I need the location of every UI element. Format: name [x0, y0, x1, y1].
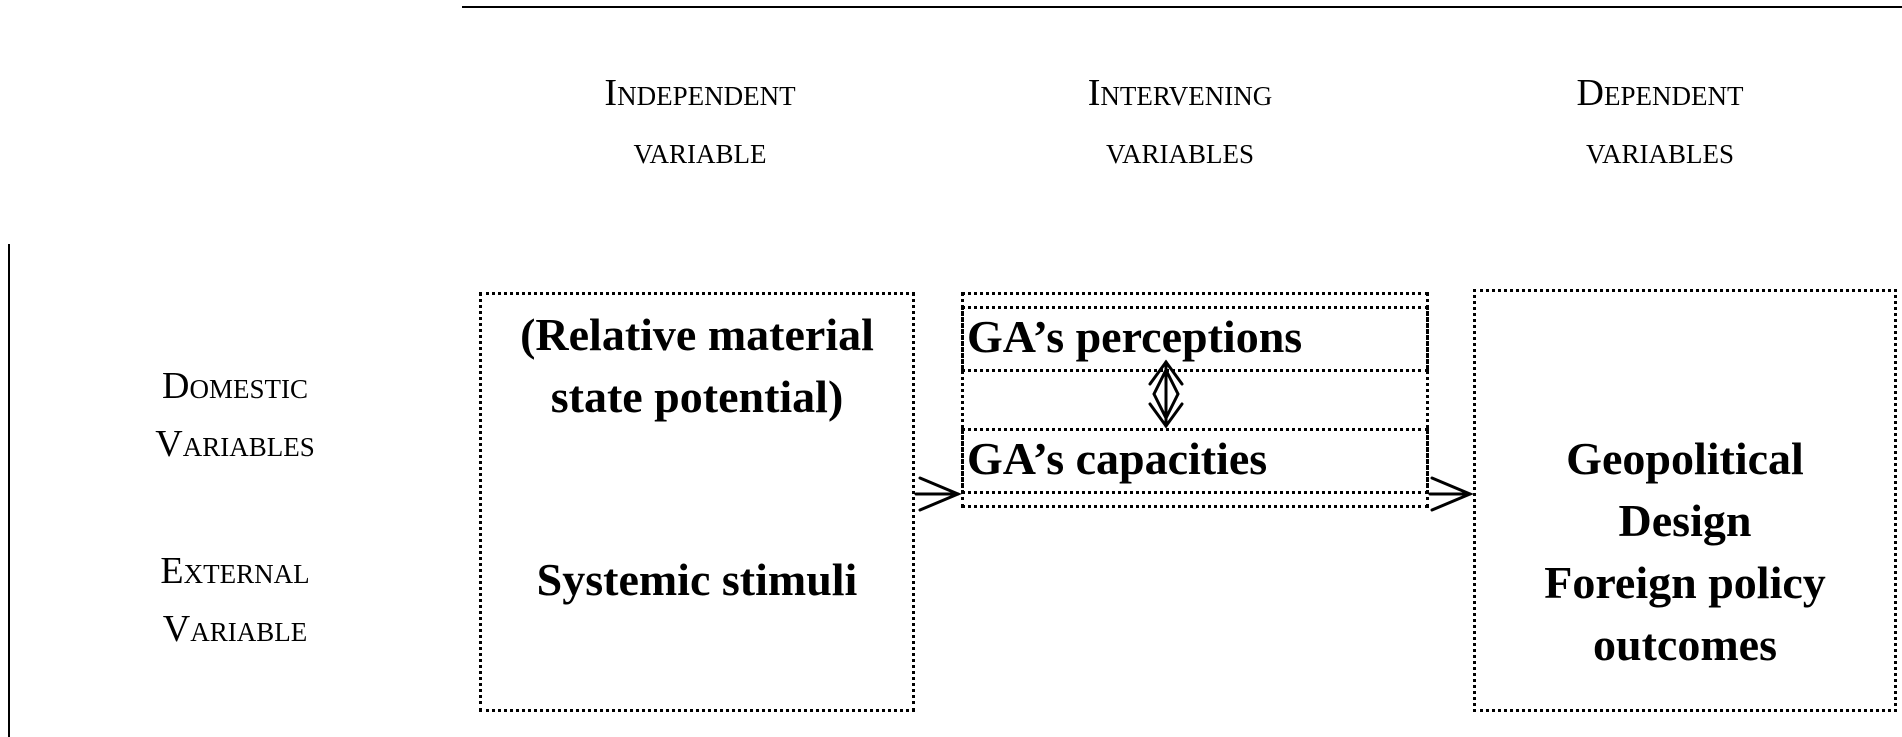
perceptions-text: GA’s perceptions — [967, 311, 1303, 362]
column-heading-dependent-line2: variables — [1585, 130, 1735, 172]
row-heading-domestic-line2: Variables — [155, 423, 315, 465]
capacities-text: GA’s capacities — [967, 433, 1268, 484]
column-heading-dependent: Dependent variables — [1500, 64, 1820, 180]
column-heading-independent: Independent variable — [540, 64, 860, 180]
design-line: Design — [1618, 495, 1752, 546]
arrow-independent-to-intervening — [914, 476, 962, 512]
row-heading-external-line1: External — [160, 550, 310, 592]
row-heading-domestic: Domestic Variables — [110, 357, 360, 473]
state-potential-line: state potential) — [550, 371, 844, 422]
column-heading-intervening: Intervening variables — [1020, 64, 1340, 180]
systemic-stimuli-text: Systemic stimuli — [536, 554, 858, 605]
arrow-intervening-to-dependent — [1428, 476, 1474, 512]
relative-material-line: (Relative material — [520, 309, 874, 360]
column-heading-independent-line2: variable — [633, 130, 767, 172]
column-heading-dependent-line1: Dependent — [1576, 72, 1744, 114]
independent-variable-text: (Relative material state potential) — [479, 304, 915, 428]
row-heading-domestic-line1: Domestic — [162, 365, 308, 407]
column-heading-independent-line1: Independent — [604, 72, 796, 114]
independent-variable-box — [479, 292, 915, 712]
left-rule — [8, 244, 10, 737]
dependent-variables-text: Geopolitical Design Foreign policy outco… — [1473, 428, 1897, 676]
row-heading-external-line2: Variable — [162, 608, 308, 650]
intervening-variables-box — [961, 292, 1429, 508]
outcomes-line: outcomes — [1593, 619, 1777, 670]
foreign-policy-line: Foreign policy — [1544, 557, 1826, 608]
perceptions-box — [961, 306, 1429, 372]
column-heading-intervening-line1: Intervening — [1087, 72, 1273, 114]
top-rule — [462, 6, 1902, 8]
column-heading-intervening-line2: variables — [1105, 130, 1255, 172]
capacities-box — [961, 428, 1429, 494]
geopolitical-line: Geopolitical — [1566, 433, 1804, 484]
row-heading-external: External Variable — [110, 542, 360, 658]
dependent-variables-box — [1473, 289, 1897, 712]
